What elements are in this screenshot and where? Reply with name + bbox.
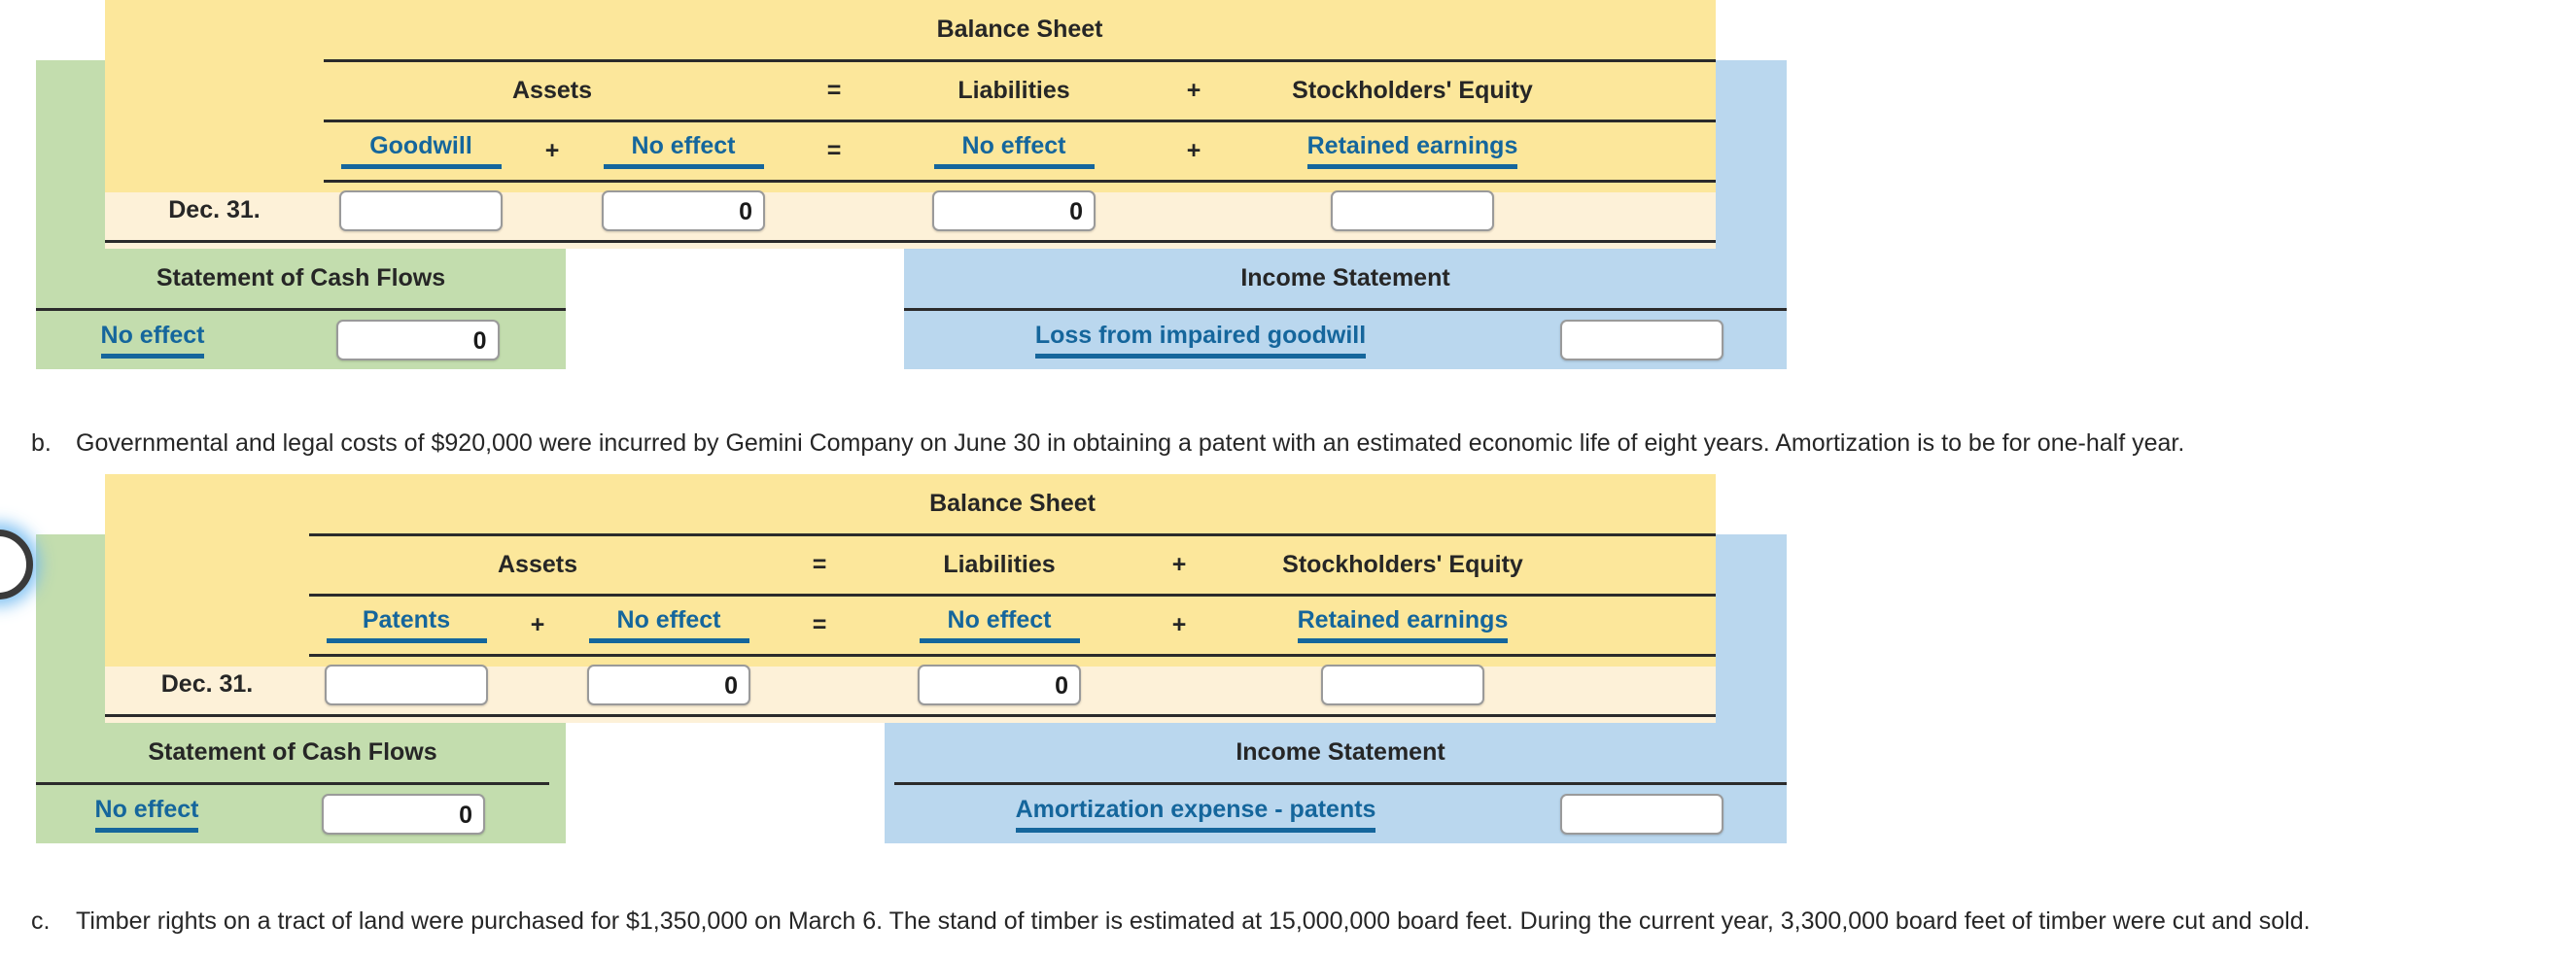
account-link-liability[interactable]: No effect (919, 607, 1080, 643)
input-asset1-amount[interactable] (325, 665, 488, 705)
income-statement-title: Income Statement (1240, 263, 1450, 291)
input-income-amount[interactable] (1560, 793, 1724, 835)
income-account-select[interactable]: Amortization expense - patents (894, 781, 1498, 843)
group-liabilities: Liabilities (873, 532, 1126, 595)
input-asset2-amount[interactable]: 0 (587, 665, 750, 705)
balance-sheet-account-row: Patents + No effect = No effect + Retain… (105, 593, 1717, 657)
operator-plus-groups: + (1126, 532, 1233, 595)
balance-sheet-entry-row: Dec. 31. 0 0 (105, 655, 1717, 717)
cash-flow-entry-cell: 0 (258, 781, 550, 843)
input-income-amount[interactable] (1560, 319, 1724, 360)
balance-sheet-title-row: Balance Sheet (105, 474, 1716, 534)
statements-entry-row: No effect 0 Loss from impaired goodwill (36, 307, 1788, 369)
entry-date-label: Dec. 31. (105, 655, 309, 717)
balance-sheet-group-row: Assets = Liabilities + Stockholders' Equ… (105, 532, 1717, 595)
account-select-liability[interactable]: No effect (888, 119, 1140, 183)
problem-c-marker: c. (31, 907, 51, 935)
operator-plus-groups: + (1140, 58, 1247, 120)
input-equity-amount[interactable] (1331, 190, 1494, 231)
account-select-asset1[interactable]: Goodwill (324, 119, 518, 183)
problem-c-text: Timber rights on a tract of land were pu… (76, 907, 2311, 935)
operator-plus-assets: + (518, 119, 586, 183)
entry-cell-asset2: 0 (586, 181, 781, 243)
statements-entry-row: No effect 0 Amortization expense - paten… (36, 781, 1788, 843)
account-link-asset2[interactable]: No effect (588, 607, 749, 643)
entry-cell-equity (1247, 181, 1578, 243)
entry-cell-liability: 0 (873, 655, 1126, 717)
balance-sheet-entry-row: Dec. 31. 0 0 (105, 181, 1717, 243)
operator-plus-equity: + (1126, 593, 1233, 657)
operator-equals-groups: = (766, 532, 873, 595)
account-select-equity[interactable]: Retained earnings (1233, 593, 1573, 657)
statements-table: Statement of Cash Flows Income Statement… (36, 723, 1788, 843)
account-select-asset1[interactable]: Patents (309, 593, 504, 657)
entry-cell-asset1 (309, 655, 504, 717)
entry-date-label: Dec. 31. (105, 181, 324, 243)
account-select-asset2[interactable]: No effect (572, 593, 766, 657)
group-assets: Assets (324, 58, 781, 120)
balance-sheet-account-row: Goodwill + No effect = No effect + Retai… (105, 119, 1717, 183)
input-equity-amount[interactable] (1321, 665, 1484, 705)
entry-cell-equity (1233, 655, 1573, 717)
balance-sheet-table: Balance Sheet Assets = Liabilities + Sto… (105, 0, 1717, 243)
input-asset2-amount[interactable]: 0 (602, 190, 765, 231)
operator-plus-equity: + (1140, 119, 1247, 183)
statements-title-row: Statement of Cash Flows Income Statement (36, 723, 1787, 783)
account-link-liability[interactable]: No effect (933, 133, 1095, 169)
account-link-income[interactable]: Loss from impaired goodwill (1034, 322, 1367, 359)
entry-cell-asset1 (324, 181, 518, 243)
cash-flow-account-select[interactable]: No effect (36, 781, 258, 843)
account-select-liability[interactable]: No effect (873, 593, 1126, 657)
cash-flow-entry-cell: 0 (269, 307, 567, 369)
operator-plus-assets: + (504, 593, 572, 657)
worksheet-goodwill: Balance Sheet Assets = Liabilities + Sto… (0, 0, 1789, 369)
account-select-equity[interactable]: Retained earnings (1247, 119, 1578, 183)
input-liability-amount[interactable]: 0 (932, 190, 1096, 231)
entry-cell-asset2: 0 (572, 655, 766, 717)
operator-equals-accounts: = (781, 119, 888, 183)
statements-table: Statement of Cash Flows Income Statement… (36, 249, 1788, 369)
account-link-cash-flow[interactable]: No effect (100, 322, 205, 359)
statements-title-row: Statement of Cash Flows Income Statement (36, 249, 1787, 309)
account-link-equity[interactable]: Retained earnings (1297, 607, 1509, 643)
entry-cell-liability: 0 (888, 181, 1140, 243)
input-liability-amount[interactable]: 0 (918, 665, 1081, 705)
problem-b-marker: b. (31, 429, 52, 457)
group-liabilities: Liabilities (888, 58, 1140, 120)
balance-sheet-title-row: Balance Sheet (105, 0, 1716, 60)
input-asset1-amount[interactable] (339, 190, 503, 231)
account-link-asset1[interactable]: Goodwill (340, 133, 502, 169)
account-link-asset2[interactable]: No effect (603, 133, 764, 169)
cash-flows-title: Statement of Cash Flows (156, 263, 446, 291)
account-link-asset1[interactable]: Patents (326, 607, 487, 643)
group-assets: Assets (309, 532, 766, 595)
income-statement-title: Income Statement (1236, 737, 1445, 766)
cash-flows-title: Statement of Cash Flows (148, 737, 437, 766)
income-entry-cell (1497, 307, 1788, 369)
balance-sheet-table: Balance Sheet Assets = Liabilities + Sto… (105, 474, 1717, 717)
input-cash-flow-amount[interactable]: 0 (322, 793, 485, 835)
balance-sheet-title: Balance Sheet (929, 489, 1096, 517)
group-stockholders-equity: Stockholders' Equity (1247, 58, 1578, 120)
balance-sheet-title: Balance Sheet (936, 15, 1103, 43)
operator-equals-accounts: = (766, 593, 873, 657)
problem-b: b. Governmental and legal costs of $920,0… (31, 428, 2184, 460)
operator-equals-groups: = (781, 58, 888, 120)
problem-b-text: Governmental and legal costs of $920,000… (76, 429, 2185, 457)
worksheet-patents: Balance Sheet Assets = Liabilities + Sto… (0, 474, 1789, 843)
income-account-select[interactable]: Loss from impaired goodwill (904, 307, 1498, 369)
balance-sheet-group-row: Assets = Liabilities + Stockholders' Equ… (105, 58, 1717, 120)
account-link-cash-flow[interactable]: No effect (94, 796, 199, 833)
account-link-equity[interactable]: Retained earnings (1306, 133, 1518, 169)
input-cash-flow-amount[interactable]: 0 (335, 319, 500, 360)
cash-flow-account-select[interactable]: No effect (36, 307, 269, 369)
group-stockholders-equity: Stockholders' Equity (1233, 532, 1573, 595)
account-link-income[interactable]: Amortization expense - patents (1015, 796, 1376, 833)
income-entry-cell (1497, 781, 1788, 843)
account-select-asset2[interactable]: No effect (586, 119, 781, 183)
problem-c: c. Timber rights on a tract of land were … (31, 906, 2311, 938)
